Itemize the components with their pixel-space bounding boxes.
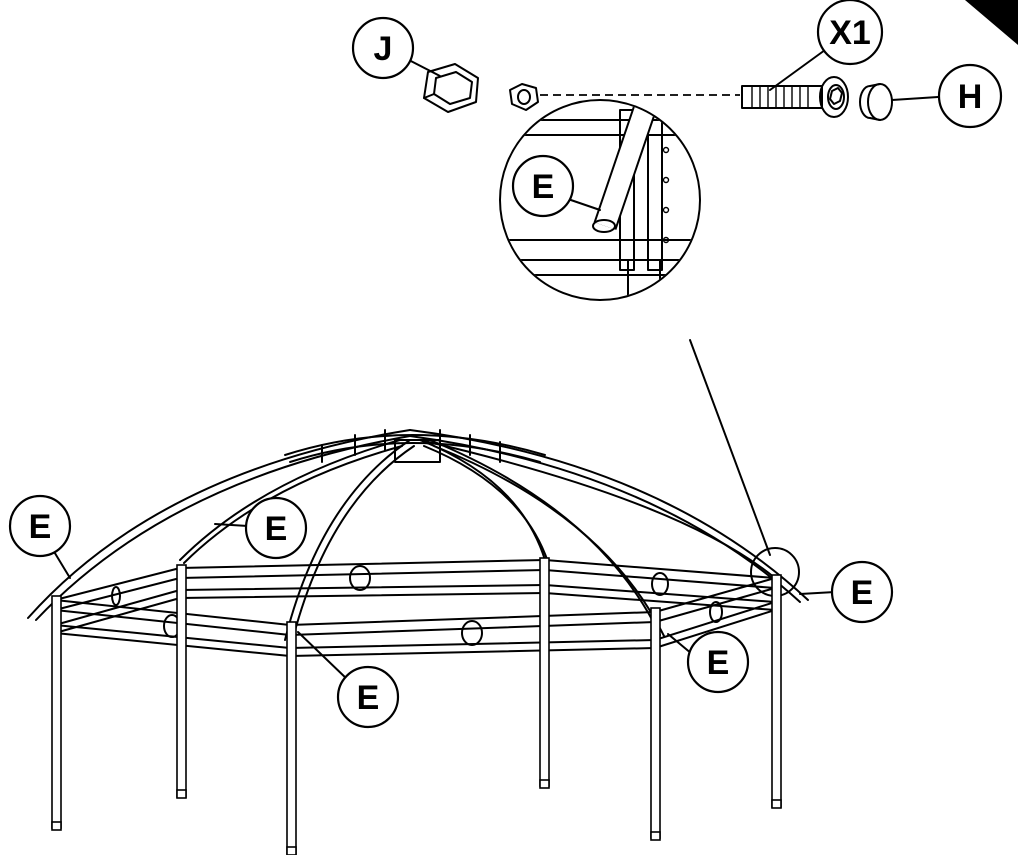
leader-e-top-inner (214, 523, 249, 527)
part-j-cap-nut (423, 63, 479, 113)
part-hex-nut (509, 83, 539, 111)
leader-x1 (769, 49, 826, 91)
callout-e-bottom-right: E (686, 630, 750, 694)
leader-h (891, 96, 939, 101)
callout-e-left: E (8, 494, 72, 558)
callout-e-top-inner: E (244, 496, 308, 560)
callout-e-bottom-center-text: E (357, 679, 380, 717)
callout-j: J (351, 16, 415, 80)
corner-marker (965, 0, 1018, 45)
callout-e-detail-text: E (532, 168, 555, 206)
leader-e-detail (564, 197, 601, 211)
callout-h-text: H (958, 78, 983, 116)
detail-magnifier (499, 99, 701, 301)
callout-h: H (937, 63, 1003, 129)
callout-e-right-text: E (851, 574, 874, 612)
callout-e-right: E (830, 560, 894, 624)
part-x1-bolt (741, 76, 849, 118)
callout-j-text: J (374, 30, 393, 68)
leader-e-right (799, 591, 836, 595)
callout-e-bottom-center: E (336, 665, 400, 729)
gazebo-frame (27, 429, 809, 855)
part-h-end-cap (859, 83, 893, 121)
callout-x1-text: X1 (829, 14, 871, 52)
callout-x1: X1 (816, 0, 884, 66)
detail-leader-line (689, 339, 771, 556)
leader-e-bottom-center (297, 631, 349, 681)
leader-e-bottom-right (667, 633, 693, 655)
callout-e-detail: E (511, 154, 575, 218)
callout-e-left-text: E (29, 508, 52, 546)
callout-e-top-inner-text: E (265, 510, 288, 548)
callout-e-bottom-right-text: E (707, 644, 730, 682)
